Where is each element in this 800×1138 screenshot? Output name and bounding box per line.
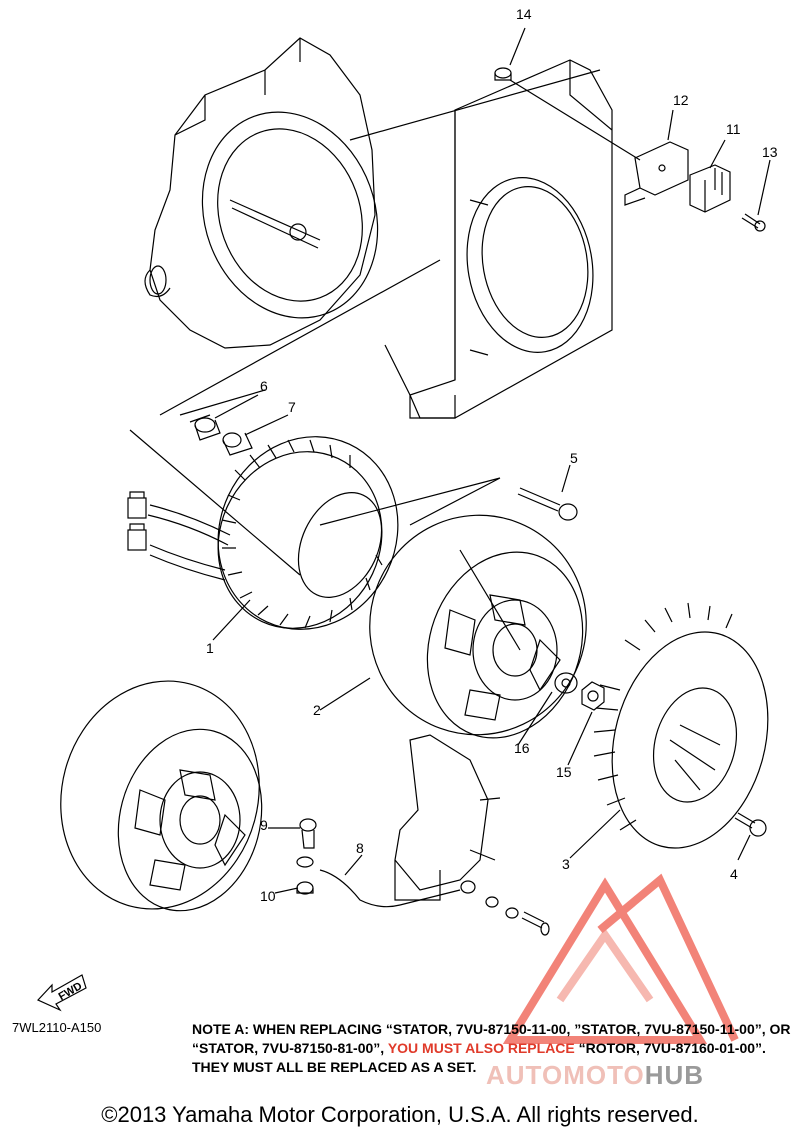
callout-1: 1 — [206, 640, 214, 656]
callout-14: 14 — [516, 6, 532, 22]
watermark-text: AUTOMOTOHUB — [486, 1060, 704, 1091]
dowel-6 — [194, 417, 221, 441]
fwd-label: FWD — [57, 980, 85, 1003]
watermark-part1: AUTOMOTO — [486, 1060, 645, 1090]
ground-wire — [319, 869, 550, 936]
note-text: NOTE A: WHEN REPLACING “STATOR, 7VU-8715… — [192, 1021, 791, 1056]
bolt-4 — [734, 812, 767, 837]
washer-10 — [296, 856, 314, 895]
callout-3: 3 — [562, 856, 570, 872]
screw-13 — [741, 213, 766, 232]
callout-15: 15 — [556, 764, 572, 780]
copyright-notice: ©2013 Yamaha Motor Corporation, U.S.A. A… — [101, 1102, 699, 1127]
callout-7: 7 — [288, 399, 296, 415]
callout-5: 5 — [570, 450, 578, 466]
dowel-7 — [222, 432, 253, 456]
callout-4: 4 — [730, 866, 738, 882]
callout-13: 13 — [762, 144, 778, 160]
nut-14 — [494, 67, 512, 81]
callout-10: 10 — [260, 888, 276, 904]
bracket — [624, 141, 689, 206]
bolt-5 — [517, 487, 578, 521]
diagram-code: 7WL2110-A150 — [12, 1020, 102, 1035]
note-text-end: “ROTOR, 7VU-87160-01-00”. THEY MUST ALL … — [192, 1040, 766, 1075]
cooling-fan — [593, 602, 769, 849]
watermark-logo — [502, 873, 739, 1044]
bolt-9 — [299, 818, 317, 849]
stator-wiring — [127, 491, 231, 581]
replacement-note: NOTE A: WHEN REPLACING “STATOR, 7VU-8715… — [192, 1020, 792, 1077]
washer-16 — [554, 672, 578, 694]
watermark-part2: HUB — [644, 1060, 705, 1090]
callout-6: 6 — [260, 378, 268, 394]
callout-8: 8 — [356, 840, 364, 856]
rotor-lower — [60, 680, 263, 912]
nut-15 — [581, 681, 605, 711]
callout-11: 11 — [726, 121, 741, 137]
callout-12: 12 — [673, 92, 689, 108]
callout-9: 9 — [260, 817, 268, 833]
fan-housing — [384, 59, 613, 419]
stator — [217, 436, 399, 630]
engine-crankcase — [144, 37, 379, 349]
rectifier-block — [689, 164, 731, 213]
rotor-upper — [369, 514, 587, 739]
fwd-arrow-shape — [36, 974, 87, 1012]
callout-2: 2 — [313, 702, 321, 718]
callout-16: 16 — [514, 740, 530, 756]
note-text-red: YOU MUST ALSO REPLACE — [384, 1040, 575, 1056]
lower-housing — [394, 734, 501, 901]
